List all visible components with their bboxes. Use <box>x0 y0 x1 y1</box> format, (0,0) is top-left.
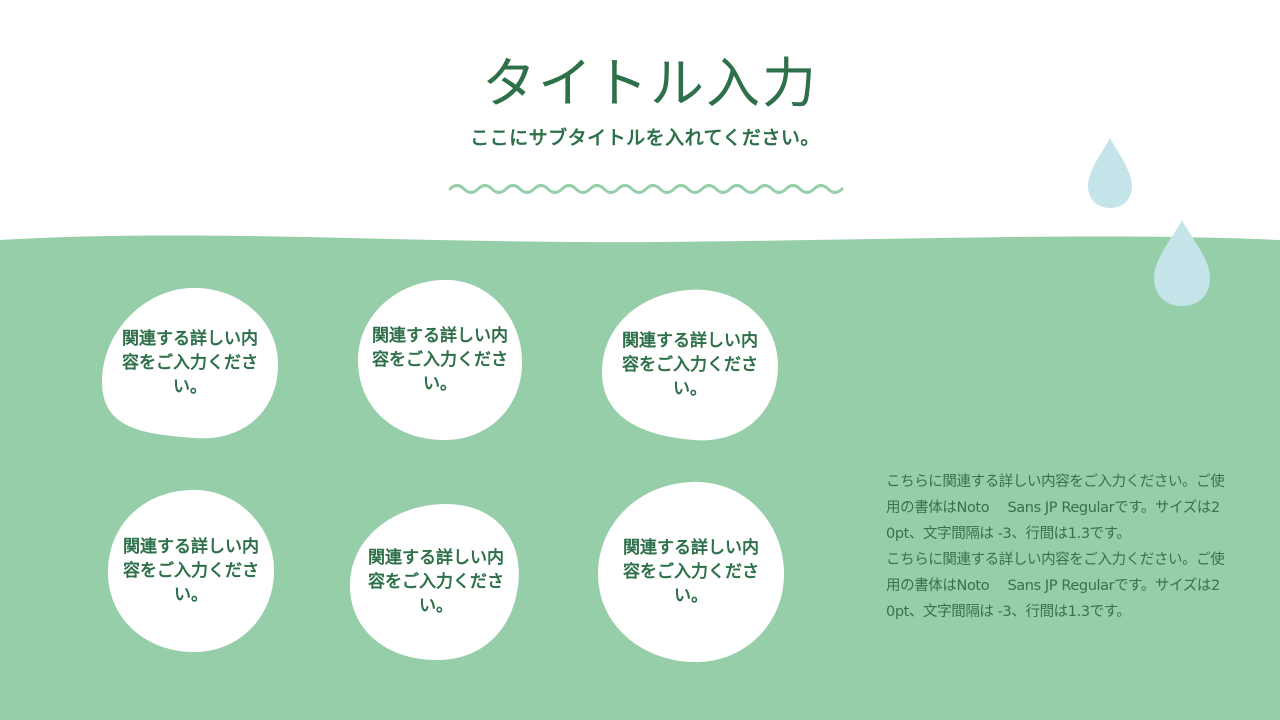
description-paragraph: こちらに関連する詳しい内容をご入力ください。ご使用の書体はNoto Sans J… <box>886 552 1225 620</box>
slide-title: タイトル入力 <box>482 52 818 115</box>
content-blob <box>102 287 279 439</box>
content-blob <box>598 481 784 663</box>
blob-text: 関連する詳しい内容をご入力ください。 <box>122 329 258 397</box>
green-wave-area <box>0 235 1280 720</box>
blob-text: 関連する詳しい内容をご入力ください。 <box>123 537 259 605</box>
content-blob <box>349 504 519 661</box>
blob-text: 関連する詳しい内容をご入力ください。 <box>622 331 758 399</box>
wavy-line-divider <box>448 184 844 194</box>
raindrop-icon <box>1154 220 1210 306</box>
content-blob <box>602 289 778 441</box>
blob-text: 関連する詳しい内容をご入力ください。 <box>368 548 504 616</box>
blob-text: 関連する詳しい内容をご入力ください。 <box>372 326 508 394</box>
content-blob <box>358 279 523 441</box>
raindrop-icon <box>1088 138 1132 208</box>
content-blob <box>108 489 275 653</box>
slide-subtitle: ここにサブタイトルを入れてください。 <box>470 127 820 149</box>
blob-text: 関連する詳しい内容をご入力ください。 <box>623 538 759 606</box>
description-text: こちらに関連する詳しい内容をご入力ください。ご使用の書体はNoto Sans J… <box>886 469 1226 625</box>
description-paragraph: こちらに関連する詳しい内容をご入力ください。ご使用の書体はNoto Sans J… <box>886 474 1225 542</box>
